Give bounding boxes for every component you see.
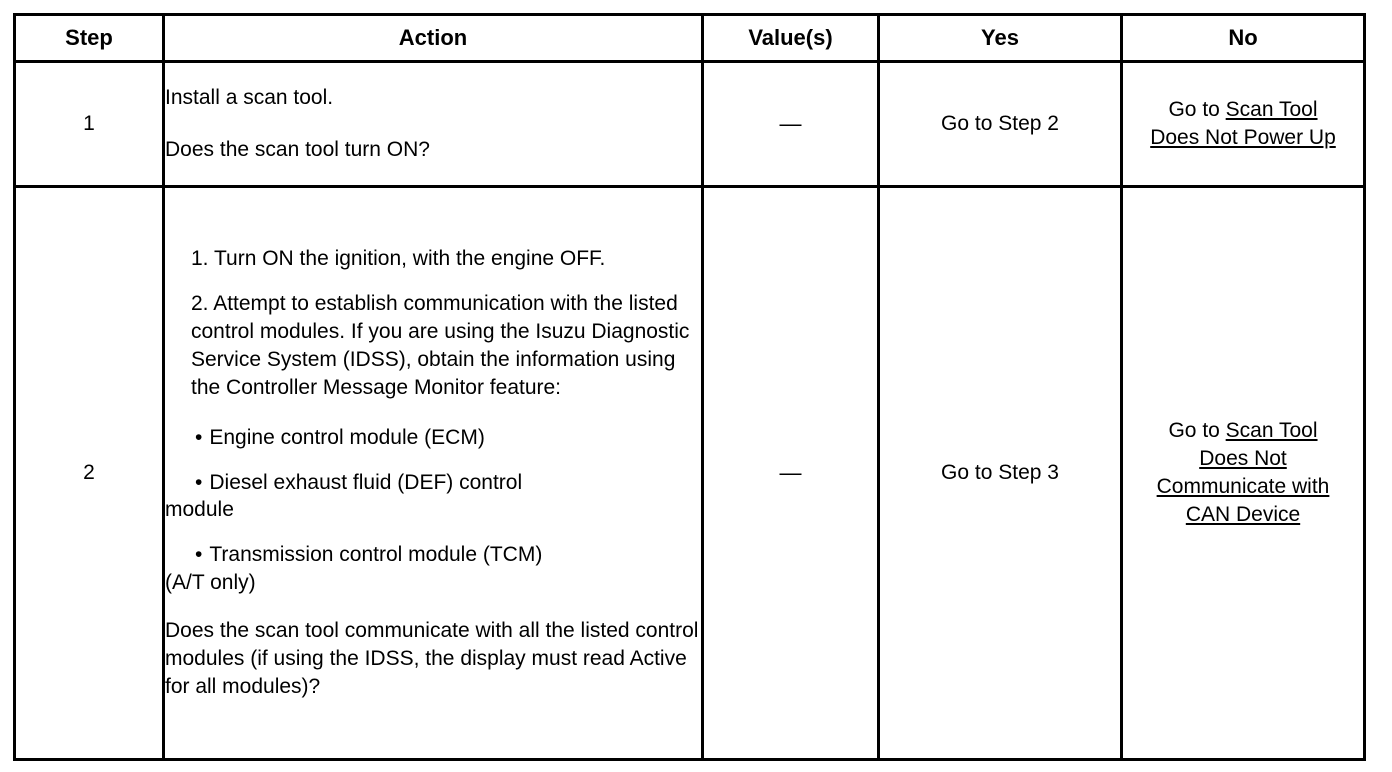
step-number-cell: 1	[13, 60, 165, 188]
no-cell-content: Go to Scan Tool Does Not Communicate wit…	[1123, 417, 1363, 530]
column-header-yes: Yes	[877, 13, 1123, 63]
action-question: Does the scan tool communicate with all …	[165, 619, 699, 699]
bullet-text: Engine control module (ECM)	[209, 425, 485, 449]
list-item: •Diesel exhaust fluid (DEF) control modu…	[165, 469, 701, 525]
no-cell-line-1: Go to Scan Tool	[1123, 96, 1363, 124]
no-cell-line-2: Does Not	[1123, 445, 1363, 473]
bullet-text: Diesel exhaust fluid (DEF) control	[209, 470, 523, 494]
bullet-text: Transmission control module (TCM)	[209, 543, 543, 567]
value-cell: —	[701, 60, 880, 188]
table-header-row: Step Action Value(s) Yes No	[13, 13, 1366, 63]
bullet-icon: •	[195, 470, 203, 494]
table-row: 2 1. Turn ON the ignition, with the engi…	[13, 185, 1366, 761]
action-numbered-item: 2. Attempt to establish communication wi…	[165, 290, 701, 402]
no-cell-line-3: Communicate with	[1123, 473, 1363, 501]
item-text: Attempt to establish communication with …	[191, 291, 690, 399]
no-cell-line-4: CAN Device	[1123, 501, 1363, 529]
bullet-icon: •	[195, 543, 203, 567]
cross-reference-link[interactable]: Scan Tool	[1225, 97, 1318, 121]
column-header-no: No	[1120, 13, 1366, 63]
action-cell: Install a scan tool. Does the scan tool …	[162, 60, 704, 188]
item-number: 1.	[191, 247, 209, 270]
no-cell: Go to Scan Tool Does Not Power Up	[1120, 60, 1366, 188]
bullet-first-line: •Transmission control module (TCM)	[195, 541, 701, 569]
table-body: 1 Install a scan tool. Does the scan too…	[13, 60, 1366, 761]
yes-cell: Go to Step 3	[877, 185, 1123, 761]
action-cell: 1. Turn ON the ignition, with the engine…	[162, 185, 704, 761]
action-numbered-item: 1. Turn ON the ignition, with the engine…	[165, 245, 701, 273]
value-dash: —	[779, 111, 802, 136]
no-cell-line-2: Does Not Power Up	[1123, 124, 1363, 152]
bullet-continuation: (A/T only)	[165, 571, 256, 595]
action-question: Does the scan tool turn ON?	[165, 138, 430, 161]
list-item: •Transmission control module (TCM) (A/T …	[165, 541, 701, 597]
yes-cell: Go to Step 2	[877, 60, 1123, 188]
action-paragraph: Install a scan tool.	[165, 86, 334, 110]
no-cell-content: Go to Scan Tool Does Not Power Up	[1123, 96, 1363, 152]
cross-reference-link-cont[interactable]: Does Not	[1199, 446, 1287, 470]
no-cell: Go to Scan Tool Does Not Communicate wit…	[1120, 185, 1366, 761]
goto-prefix: Go to	[1168, 418, 1226, 442]
list-item: •Engine control module (ECM)	[165, 424, 701, 452]
bullet-continuation: module	[165, 498, 234, 522]
table-row: 1 Install a scan tool. Does the scan too…	[13, 60, 1366, 188]
bullet-first-line: •Diesel exhaust fluid (DEF) control	[195, 469, 701, 497]
item-number: 2.	[191, 291, 209, 315]
column-header-step: Step	[13, 13, 165, 63]
goto-prefix: Go to	[1168, 97, 1226, 121]
cross-reference-link-cont[interactable]: CAN Device	[1185, 503, 1301, 527]
step-number-cell: 2	[13, 185, 165, 761]
cross-reference-link[interactable]: Scan Tool	[1225, 418, 1318, 442]
module-bullet-list: •Engine control module (ECM) •Diesel exh…	[165, 424, 701, 598]
diagnostic-steps-table: Step Action Value(s) Yes No 1 Install a …	[13, 13, 1366, 761]
cross-reference-link-cont[interactable]: Does Not Power Up	[1150, 126, 1336, 149]
value-cell: —	[701, 185, 880, 761]
column-header-action: Action	[162, 13, 704, 63]
value-dash: —	[779, 460, 802, 485]
bullet-icon: •	[195, 425, 203, 449]
column-header-values: Value(s)	[701, 13, 880, 63]
bullet-first-line: •Engine control module (ECM)	[195, 424, 701, 452]
table-header: Step Action Value(s) Yes No	[13, 13, 1366, 63]
item-text: Turn ON the ignition, with the engine OF…	[213, 247, 606, 270]
cross-reference-link-cont[interactable]: Communicate with	[1156, 475, 1330, 498]
no-cell-line-1: Go to Scan Tool	[1123, 417, 1363, 445]
